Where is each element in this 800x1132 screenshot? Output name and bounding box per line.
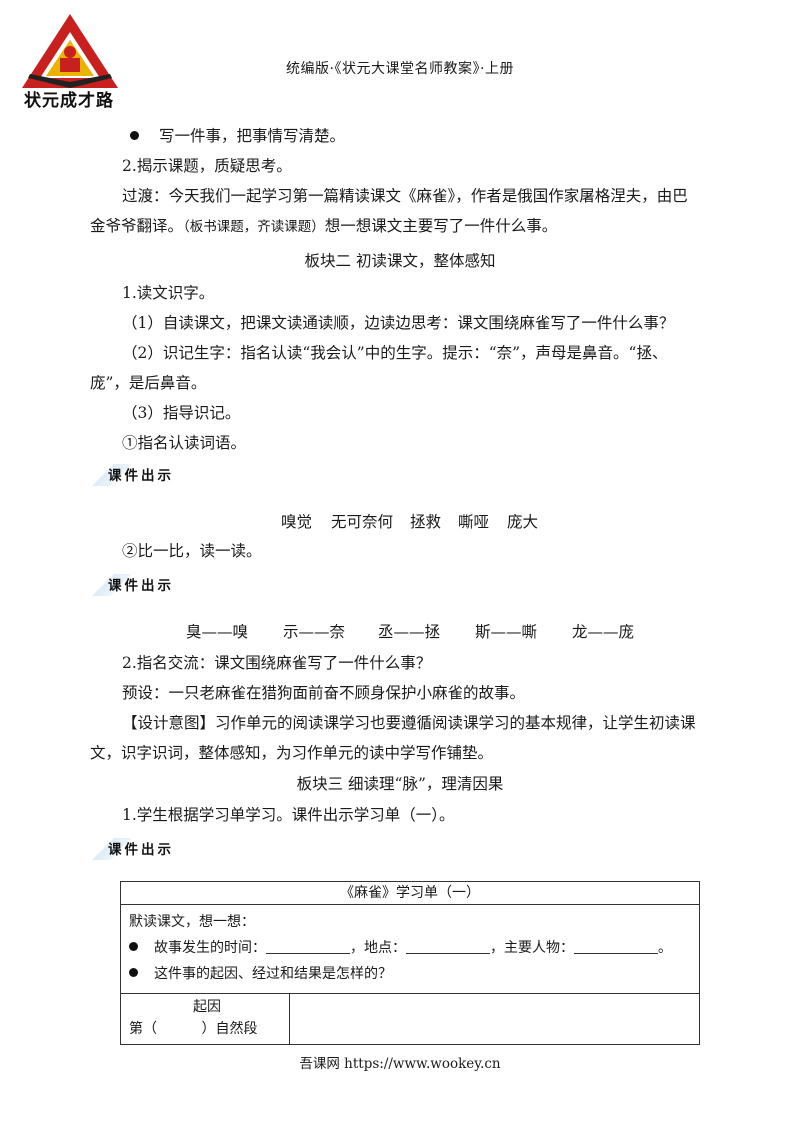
footer-text: 吾课网 https://www.wookey.cn bbox=[299, 1056, 501, 1072]
step-read-2-cont: 庞”，是后鼻音。 bbox=[90, 374, 207, 392]
cause-label-cell: 起因 第（ ）自然段 bbox=[120, 993, 290, 1045]
brand-name: 状元成才路 bbox=[24, 91, 114, 111]
worksheet-intro: 默读课文，想一想： bbox=[129, 914, 255, 930]
header-title: 统编版·《状元大课堂名师教案》·上册 bbox=[286, 61, 514, 77]
cause-answer-cell[interactable] bbox=[289, 993, 700, 1045]
step-read-3: （3）指导识记。 bbox=[122, 404, 241, 422]
vocab-word: 拯救 bbox=[410, 513, 442, 531]
design-intent-cont: 文，识字识词，整体感知，为习作单元的读中学写作铺垫。 bbox=[90, 744, 494, 762]
bullet-icon bbox=[130, 131, 139, 140]
transition-line: 过渡：今天我们一起学习第一篇精读课文《麻雀》，作者是俄国作家屠格涅夫，由巴 bbox=[122, 187, 688, 205]
compare-list: 臭——嗅 示——奈 丞——拯 斯——嘶 龙——庞 bbox=[0, 620, 800, 642]
preset-answer: 预设：一只老麻雀在猎狗面前奋不顾身保护小麻雀的故事。 bbox=[122, 684, 526, 702]
section-heading-3: 板块三 细读理“脉”，理清因果 bbox=[296, 775, 504, 793]
compare-pair: 臭——嗅 bbox=[186, 623, 249, 641]
objective-line: 写一件事，把事情写清楚。 bbox=[130, 125, 345, 147]
step-discuss: 2.指名交流：课文围绕麻雀写了一件什么事？ bbox=[122, 654, 432, 672]
compare-pair: 丞——拯 bbox=[378, 623, 441, 641]
compare-pair: 龙——庞 bbox=[572, 623, 635, 641]
step-2: 2.揭示课题，质疑思考。 bbox=[122, 157, 292, 175]
vocab-word: 庞大 bbox=[507, 513, 539, 531]
bullet-icon bbox=[129, 968, 138, 977]
courseware-tag: 课件出示 bbox=[92, 836, 212, 860]
worksheet-q1: 故事发生的时间：，地点：，主要人物：。 bbox=[129, 935, 691, 961]
compare-pair: 示——奈 bbox=[283, 623, 346, 641]
worksheet-table: 《麻雀》学习单（一） 默读课文，想一想： 故事发生的时间：，地点：，主要人物：。… bbox=[120, 881, 700, 1045]
vocab-word: 嘶哑 bbox=[458, 513, 490, 531]
worksheet-questions: 默读课文，想一想： 故事发生的时间：，地点：，主要人物：。 这件事的起因、经过和… bbox=[120, 904, 700, 994]
time-blank[interactable] bbox=[266, 937, 350, 954]
step-worksheet: 1.学生根据学习单学习。课件出示学习单（一）。 bbox=[122, 806, 455, 824]
transition-line-2: 金爷爷翻译。（板书课题，齐读课题）想一想课文主要写了一件什么事。 bbox=[90, 217, 558, 235]
worksheet-q2: 这件事的起因、经过和结果是怎样的？ bbox=[129, 961, 691, 987]
courseware-tag: 课件出示 bbox=[92, 462, 212, 486]
step-vocab: ①指名认读词语。 bbox=[122, 434, 247, 452]
courseware-tag: 课件出示 bbox=[92, 572, 212, 596]
section-heading-2: 板块二 初读课文，整体感知 bbox=[304, 252, 496, 270]
people-blank[interactable] bbox=[574, 937, 658, 954]
cause-label: 起因 bbox=[193, 999, 221, 1015]
step-read: 1.读文识字。 bbox=[122, 284, 215, 302]
compare-pair: 斯——嘶 bbox=[475, 623, 538, 641]
brand-logo bbox=[22, 14, 118, 88]
cause-paragraph: 第（ ）自然段 bbox=[129, 1021, 258, 1037]
vocab-word: 无可奈何 bbox=[331, 513, 394, 531]
step-compare: ②比一比，读一读。 bbox=[122, 542, 262, 560]
design-intent: 【设计意图】习作单元的阅读课学习也要遵循阅读课学习的基本规律，让学生初读课 bbox=[122, 714, 696, 732]
place-blank[interactable] bbox=[406, 937, 490, 954]
bullet-icon bbox=[129, 942, 138, 951]
step-read-2: （2）识记生字：指名认读“我会认”中的生字。提示：“奈”，声母是鼻音。“拯、 bbox=[122, 344, 668, 362]
worksheet-title: 《麻雀》学习单（一） bbox=[120, 881, 700, 905]
vocab-list: 嗅觉 无可奈何 拯救 嘶哑 庞大 bbox=[0, 510, 800, 532]
vocab-word: 嗅觉 bbox=[281, 513, 313, 531]
step-read-1: （1）自读课文，把课文读通读顺，边读边思考：课文围绕麻雀写了一件什么事？ bbox=[122, 314, 675, 332]
